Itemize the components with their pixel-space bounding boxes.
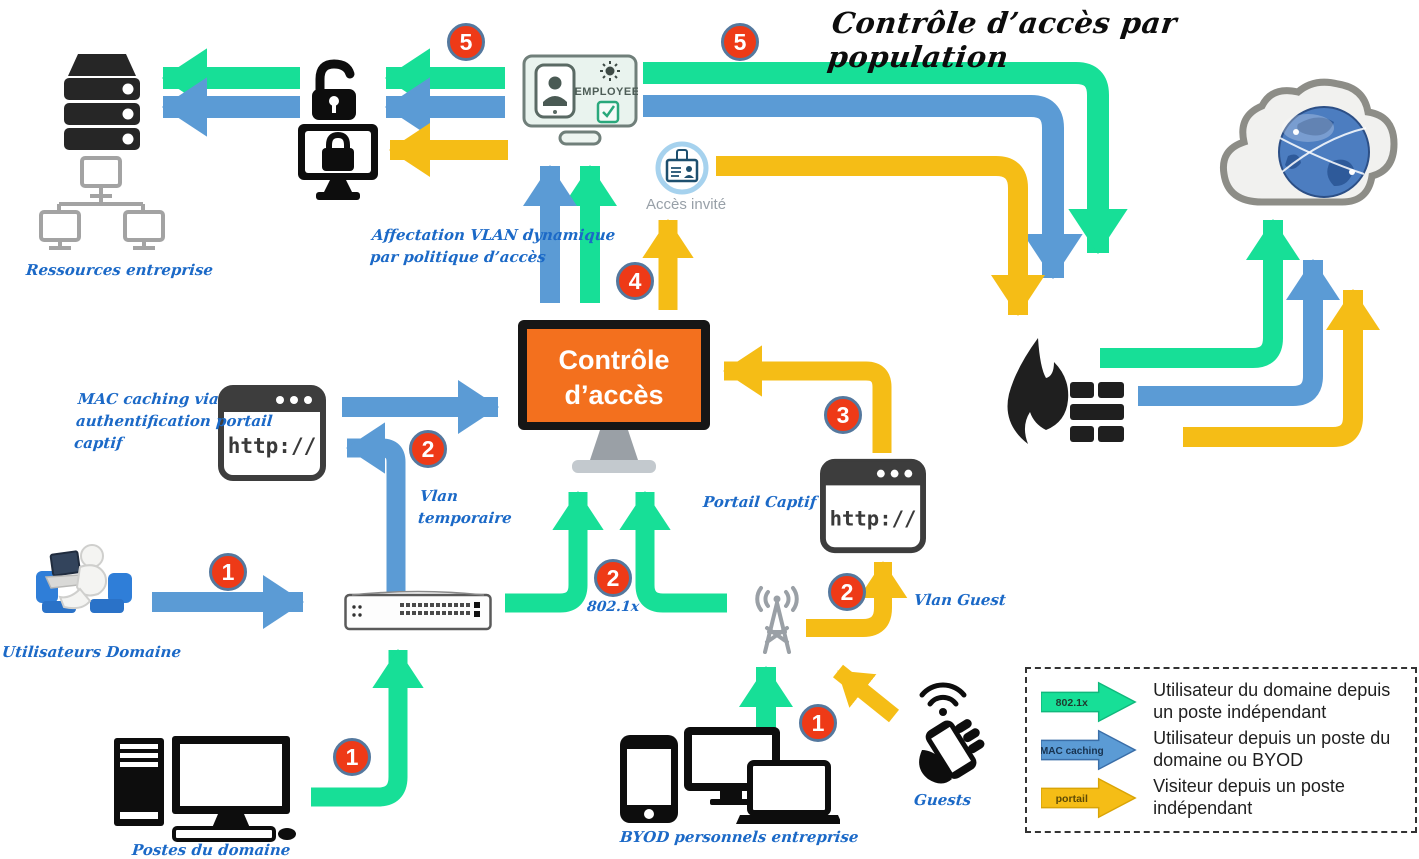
label-vlan-guest: Vlan Guest: [913, 591, 1007, 609]
hand-holding-phone-icon: [902, 682, 992, 788]
legend-arrow-green-label: 802.1x: [1056, 697, 1088, 709]
arrow-green-employee-to-firewall: [643, 62, 1128, 255]
step-badge-1-postes: 1: [333, 738, 371, 776]
label-vlan-temporaire: Vlan temporaire: [417, 486, 514, 530]
step-badge-2-dot1x: 2: [594, 559, 632, 597]
http-label: http://: [228, 434, 317, 458]
network-tree-icon: [36, 156, 166, 256]
step-badge-2-vlan-temporaire: 2: [409, 430, 447, 468]
step-badge-5-left: 5: [447, 23, 485, 61]
label-affectation-line1: Affectation VLAN dynamique: [371, 226, 617, 244]
legend-arrow-blue: MAC caching: [1041, 729, 1137, 771]
label-vlan-line1: Vlan: [419, 487, 459, 505]
label-mac-caching: MAC caching via authentification portail…: [73, 389, 275, 454]
legend-arrow-yellow: portail: [1041, 777, 1137, 819]
padlock-open-icon: [300, 58, 364, 122]
step-badge-2-vlan-guest: 2: [828, 573, 866, 611]
arrow-green-antenna-to-controle: [619, 491, 727, 613]
arrow-yellow-guests-to-antenna: [832, 664, 900, 723]
step-badge-3: 3: [824, 396, 862, 434]
switch-ports: [400, 603, 470, 615]
label-vlan-line2: temporaire: [417, 508, 513, 527]
label-mac-line2: authentification portail: [75, 411, 274, 430]
guest-id-badge-icon: [655, 141, 709, 195]
orange-screen: [527, 329, 701, 422]
legend-arrow-blue-label: MAC caching: [1041, 746, 1104, 757]
byod-devices-icon: [620, 727, 840, 827]
flame-icon: [1007, 338, 1069, 444]
sun-icon: [600, 61, 620, 81]
arrow-blue-firewall-to-cloud: [1138, 259, 1340, 406]
controle-line2: d’accès: [564, 380, 663, 410]
legend-text-portail: Visiteur depuis un poste indépendant: [1153, 776, 1345, 818]
legend-row-dot1x: 802.1x Utilisateur du domaine depuis un …: [1041, 679, 1401, 725]
globe-icon: [1278, 106, 1370, 198]
label-utilisateurs-domaine: Utilisateurs Domaine: [1, 643, 182, 661]
page-title: Contrôle d’accès par population: [825, 6, 1179, 74]
label-ressources-entreprise: Ressources entreprise: [25, 261, 214, 279]
label-portail-captif: Portail Captif: [702, 493, 818, 511]
checkbox-icon: [596, 100, 620, 124]
arrow-yellow-invite-to-firewall: [716, 156, 1046, 316]
label-802-1x: 802.1x: [586, 599, 640, 615]
controle-line1: Contrôle: [559, 345, 670, 375]
firewall-icon: [996, 338, 1126, 450]
arrow-green-switch-to-controle: [505, 491, 604, 613]
arrow-yellow-antenna-to-portal: [806, 561, 908, 637]
step-badge-1-utilisateurs: 1: [209, 553, 247, 591]
label-guests: Guests: [913, 791, 972, 809]
legend-row-mac: MAC caching Utilisateur depuis un poste …: [1041, 727, 1401, 773]
label-postes-domaine: Postes du domaine: [131, 841, 292, 859]
controle-acces-monitor: Contrôle d’accès: [518, 320, 710, 482]
arrow-yellow-firewall-to-cloud: [1183, 289, 1380, 447]
legend-arrow-green: 802.1x: [1041, 681, 1137, 723]
http-label: http://: [830, 507, 917, 531]
employee-label: EMPLOYEE: [574, 86, 638, 98]
arrow-blue-switch-to-browser: [346, 422, 406, 592]
arrow-yellow-portal-to-controle: [723, 345, 892, 453]
arrow-green-postes-to-switch: [311, 649, 424, 807]
label-mac-line1: MAC caching via: [77, 390, 220, 408]
legend-box: 802.1x Utilisateur du domaine depuis un …: [1025, 667, 1417, 833]
step-badge-1-byod: 1: [799, 704, 837, 742]
wifi-antenna-icon: [750, 584, 804, 656]
locked-screen-icon: [296, 122, 380, 200]
step-badge-5-right: 5: [721, 23, 759, 61]
legend-arrow-yellow-label: portail: [1056, 793, 1088, 805]
seated-user-laptop-icon: [30, 541, 142, 633]
label-byod: BYOD personnels entreprise: [619, 828, 860, 846]
legend-row-portail: portail Visiteur depuis un poste indépen…: [1041, 775, 1401, 821]
network-switch-icon: [344, 587, 492, 631]
label-affectation-line2: par politique d’accès: [369, 247, 547, 266]
legend-text-mac: Utilisateur depuis un poste du domaine o…: [1153, 728, 1391, 770]
legend-text-dot1x: Utilisateur du domaine depuis un poste i…: [1153, 680, 1391, 722]
arrow-green-firewall-to-cloud: [1100, 219, 1300, 368]
arrow-blue-employee-to-firewall: [643, 95, 1083, 280]
desktop-computer-icon: [112, 732, 298, 842]
employee-badge-monitor-icon: EMPLOYEE: [522, 54, 638, 146]
internet-cloud-icon: [1210, 76, 1406, 212]
http-browser-portal-icon: http://: [820, 458, 926, 554]
label-affectation-vlan: Affectation VLAN dynamique par politique…: [369, 225, 616, 269]
label-acces-invite: Accès invité: [646, 196, 727, 213]
brick-wall: [1070, 382, 1124, 442]
label-mac-line3: captif: [73, 433, 124, 452]
http-browser-icon: http://: [218, 385, 326, 481]
step-badge-4: 4: [616, 262, 654, 300]
server-stack-icon: [58, 50, 146, 150]
